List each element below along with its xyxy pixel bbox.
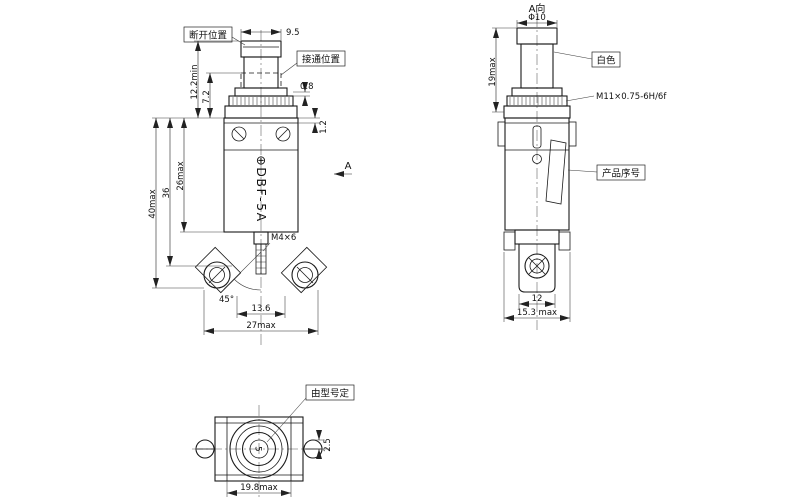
bottom-view: 5 由型号定 19.8max 2.5	[192, 384, 355, 497]
side-view: A向	[488, 2, 667, 330]
dim-40max: 40max	[148, 189, 158, 218]
dim-dia-10: Φ10	[528, 13, 546, 23]
dim-13-6: 13.6	[252, 304, 271, 314]
dim-1-2: 1.2	[319, 120, 329, 134]
dim-9-5: 9.5	[286, 28, 300, 38]
body-marking: ⊕DBF-5A	[254, 155, 269, 222]
side-slot	[532, 125, 542, 149]
dim-12-2min: 12.2min	[190, 65, 200, 100]
bottom-center-marking: 5	[253, 446, 263, 451]
side-terminal-screw	[524, 253, 550, 279]
terminal-assembly	[194, 231, 328, 294]
label-disconnect-position: 断开位置	[189, 30, 227, 42]
dim-19-8max: 19.8max	[240, 483, 277, 493]
dim-15-3max: 15.3 max	[517, 308, 557, 318]
dim-45-deg: 45°	[219, 295, 234, 305]
serial-label-area	[545, 139, 567, 205]
side-terminal	[503, 229, 571, 293]
side-callouts: 白色 M11×0.75-6H/6f 产品序号	[553, 51, 667, 181]
dim-7-2: 7.2	[202, 90, 212, 104]
label-white-color: 白色	[596, 55, 616, 67]
side-tab-left	[497, 121, 506, 147]
front-dimensions: 9.5 7.2 12.2min 26max 36 40max	[148, 28, 329, 335]
terminal-screw-left	[203, 261, 231, 289]
label-thread-spec: M11×0.75-6H/6f	[596, 92, 667, 102]
body-screw-left	[231, 126, 247, 142]
body-screw-right	[275, 126, 291, 142]
side-rivet	[532, 154, 542, 164]
dim-12: 12	[532, 294, 543, 304]
side-view-title: A向	[529, 2, 546, 15]
label-connect-position: 接通位置	[302, 54, 340, 66]
angle-annotation: 45°	[219, 251, 262, 305]
label-m4-screw: M4×6	[271, 233, 296, 243]
label-product-serial: 产品序号	[602, 168, 640, 180]
front-view: ⊕DBF-5A 45° 断开位置	[148, 26, 352, 345]
dim-19max: 19max	[488, 57, 498, 86]
label-model-note: 由型号定	[311, 388, 350, 400]
dim-27max: 27max	[246, 321, 275, 331]
terminal-plate-left	[194, 246, 242, 294]
bottom-button-circle	[241, 431, 277, 467]
front-callouts: 断开位置 接通位置 M4×6 A	[183, 26, 352, 252]
thread-hatch	[232, 97, 290, 105]
dim-26max: 26max	[176, 161, 186, 190]
bottom-screw-left	[195, 439, 215, 459]
dim-0-8: 0.8	[300, 82, 314, 92]
side-dimensions: Φ10 19max 12 15.3 max	[488, 13, 571, 322]
side-tab-right	[568, 121, 577, 147]
terminal-plate-right	[280, 246, 328, 294]
terminal-screw-right	[291, 261, 319, 289]
view-a-letter: A	[345, 161, 352, 172]
dim-36: 36	[162, 188, 172, 199]
dim-2-5: 2.5	[323, 438, 333, 452]
bottom-housing: 5	[195, 416, 323, 482]
side-thread-hatch	[509, 97, 563, 105]
bottom-dimensions: 19.8max 2.5	[226, 430, 333, 497]
bottom-callouts: 由型号定	[266, 384, 355, 443]
